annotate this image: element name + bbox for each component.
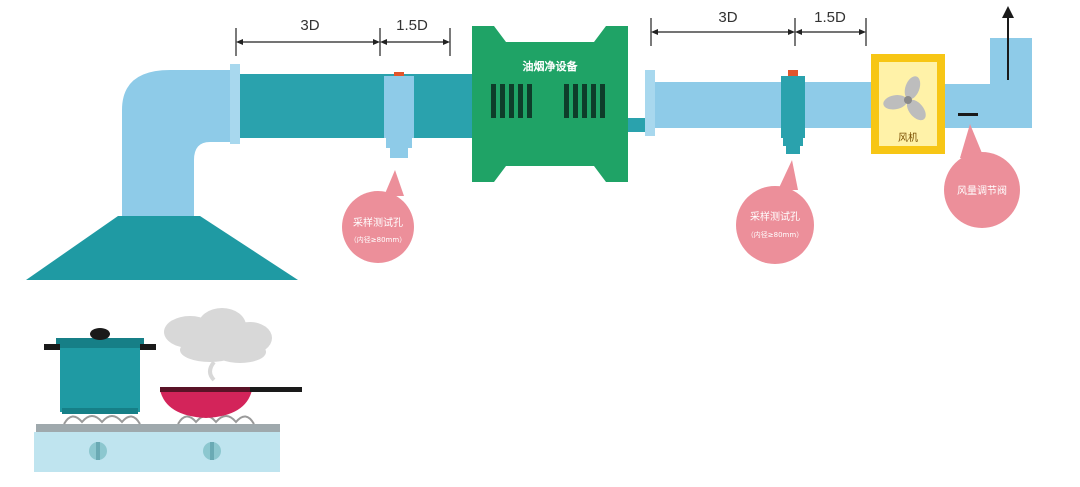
outlet-stack	[945, 38, 1032, 128]
callout-inlet-note: （内径≥80mm）	[350, 235, 406, 244]
purifier-grille-right	[564, 84, 605, 118]
callout-outlet-sampling: 采样测试孔 （内径≥80mm）	[736, 160, 814, 264]
dim-upstream-1-5d: 1.5D	[396, 17, 428, 34]
exhaust-elbow	[122, 70, 232, 218]
dim-downstream-1-5d: 1.5D	[814, 9, 846, 26]
exhaust-arrow-icon	[1002, 6, 1014, 80]
callout-outlet-title: 采样测试孔	[750, 210, 800, 223]
callout-outlet-note: （内径≥80mm）	[747, 230, 803, 239]
upstream-duct	[240, 74, 472, 138]
fan-icon	[883, 76, 926, 121]
burner-icon	[63, 415, 255, 425]
wok	[160, 387, 302, 418]
outlet-sampling-port	[781, 76, 805, 138]
callout-damper-title: 风量调节阀	[957, 184, 1007, 197]
elbow-flange	[230, 64, 240, 144]
purifier-grille-left	[491, 84, 532, 118]
range-hood	[26, 216, 298, 280]
purifier-connector	[628, 118, 648, 132]
stove-top	[36, 424, 280, 433]
callout-inlet-sampling: 采样测试孔 （内径≥80mm）	[342, 170, 414, 263]
purifier-label: 油烟净设备	[523, 59, 579, 73]
callout-inlet-title: 采样测试孔	[353, 216, 403, 229]
steam-icon	[164, 308, 272, 382]
stove-body	[34, 432, 280, 472]
downstream-duct	[655, 82, 871, 128]
fan-label: 风机	[898, 131, 918, 144]
damper	[958, 113, 978, 116]
inlet-sampling-port	[384, 76, 414, 138]
dim-upstream-3d: 3D	[300, 17, 319, 34]
callout-damper: 风量调节阀	[944, 124, 1020, 228]
oil-fume-purifier	[472, 26, 628, 182]
dim-downstream-3d: 3D	[718, 9, 737, 26]
pot	[44, 328, 156, 414]
